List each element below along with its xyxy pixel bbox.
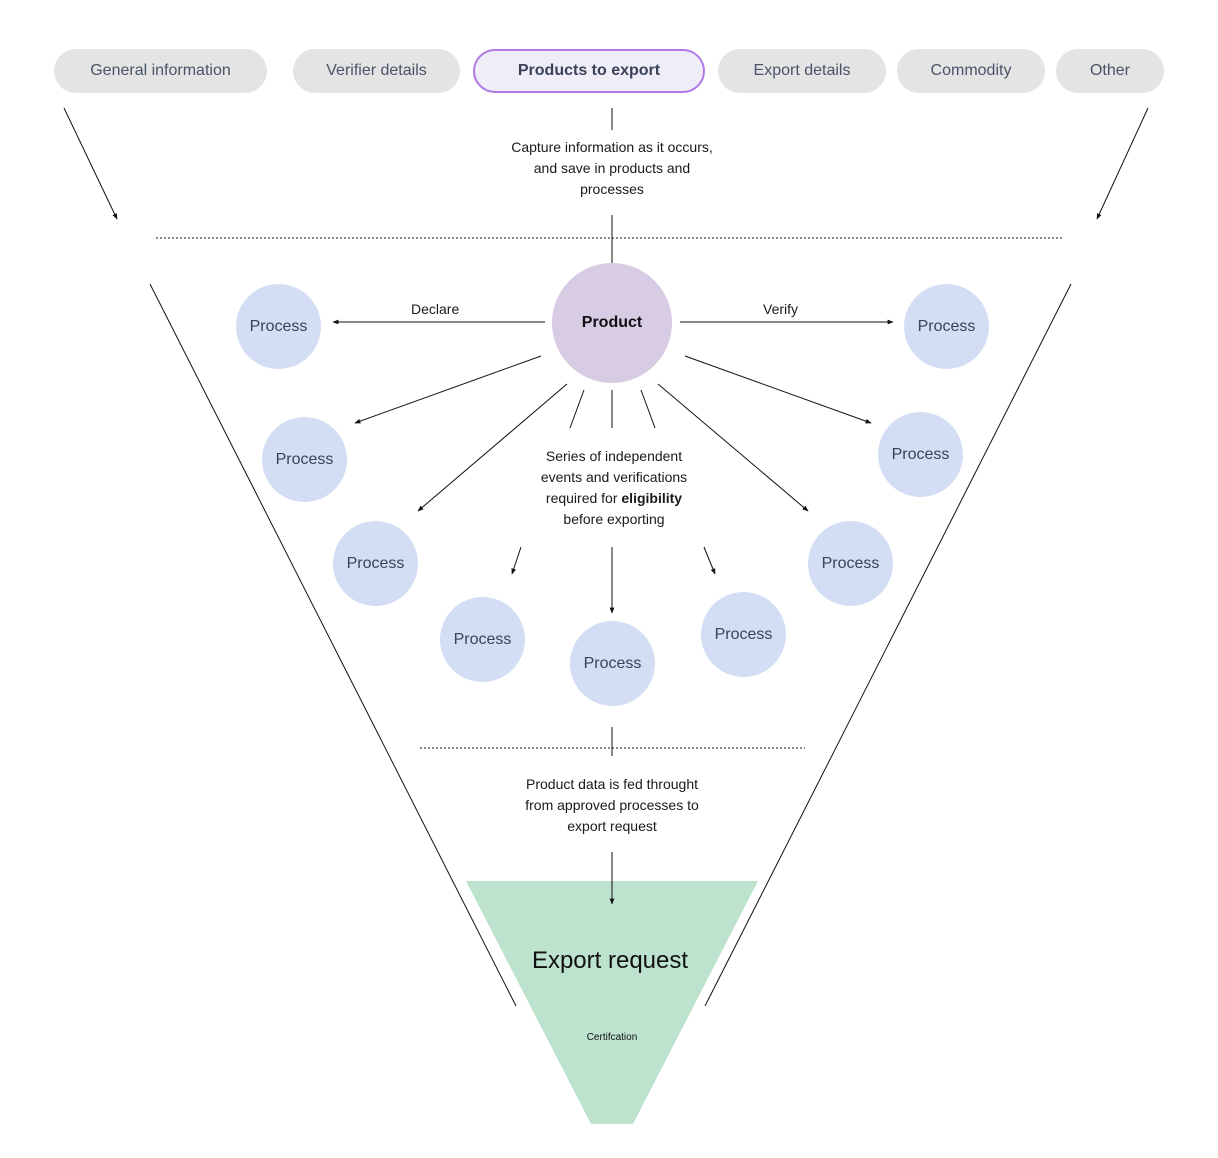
verify-label: Verify (763, 301, 799, 317)
export-funnel-shape (466, 881, 758, 1124)
series-note-emphasis: eligibility (621, 490, 683, 506)
fed-note: Product data is fed throught from approv… (525, 776, 699, 834)
process-node: Process (570, 621, 655, 706)
process-node: Process (701, 592, 786, 677)
tab-verifier-details[interactable]: Verifier details (293, 49, 460, 93)
tab-products-to-export[interactable]: Products to export (473, 49, 705, 93)
series-note-text-end: before exporting (563, 511, 665, 527)
tab-general-information[interactable]: General information (54, 49, 267, 93)
process-node: Process (904, 284, 989, 369)
left-entry-arrow (63, 107, 118, 220)
tab-export-details[interactable]: Export details (718, 49, 886, 93)
process-node: Process (262, 417, 347, 502)
series-note-text: Series of independent events and verific… (540, 448, 688, 506)
series-note: Series of independent events and verific… (527, 446, 701, 530)
process-node: Process (808, 521, 893, 606)
tab-other[interactable]: Other (1056, 49, 1164, 93)
funnel-right-line (704, 283, 1072, 1007)
product-node: Product (552, 263, 672, 383)
funnel-left-line (149, 283, 517, 1007)
process-node: Process (440, 597, 525, 682)
export-request-title: Export request (531, 947, 689, 974)
capture-note: Capture information as it occurs, and sa… (511, 139, 713, 197)
process-node: Process (333, 521, 418, 606)
export-request-subtitle: Certifcation (586, 1032, 638, 1043)
right-entry-arrow (1096, 107, 1149, 220)
process-node: Process (878, 412, 963, 497)
process-node: Process (236, 284, 321, 369)
declare-label: Declare (411, 301, 460, 317)
tab-commodity[interactable]: Commodity (897, 49, 1045, 93)
